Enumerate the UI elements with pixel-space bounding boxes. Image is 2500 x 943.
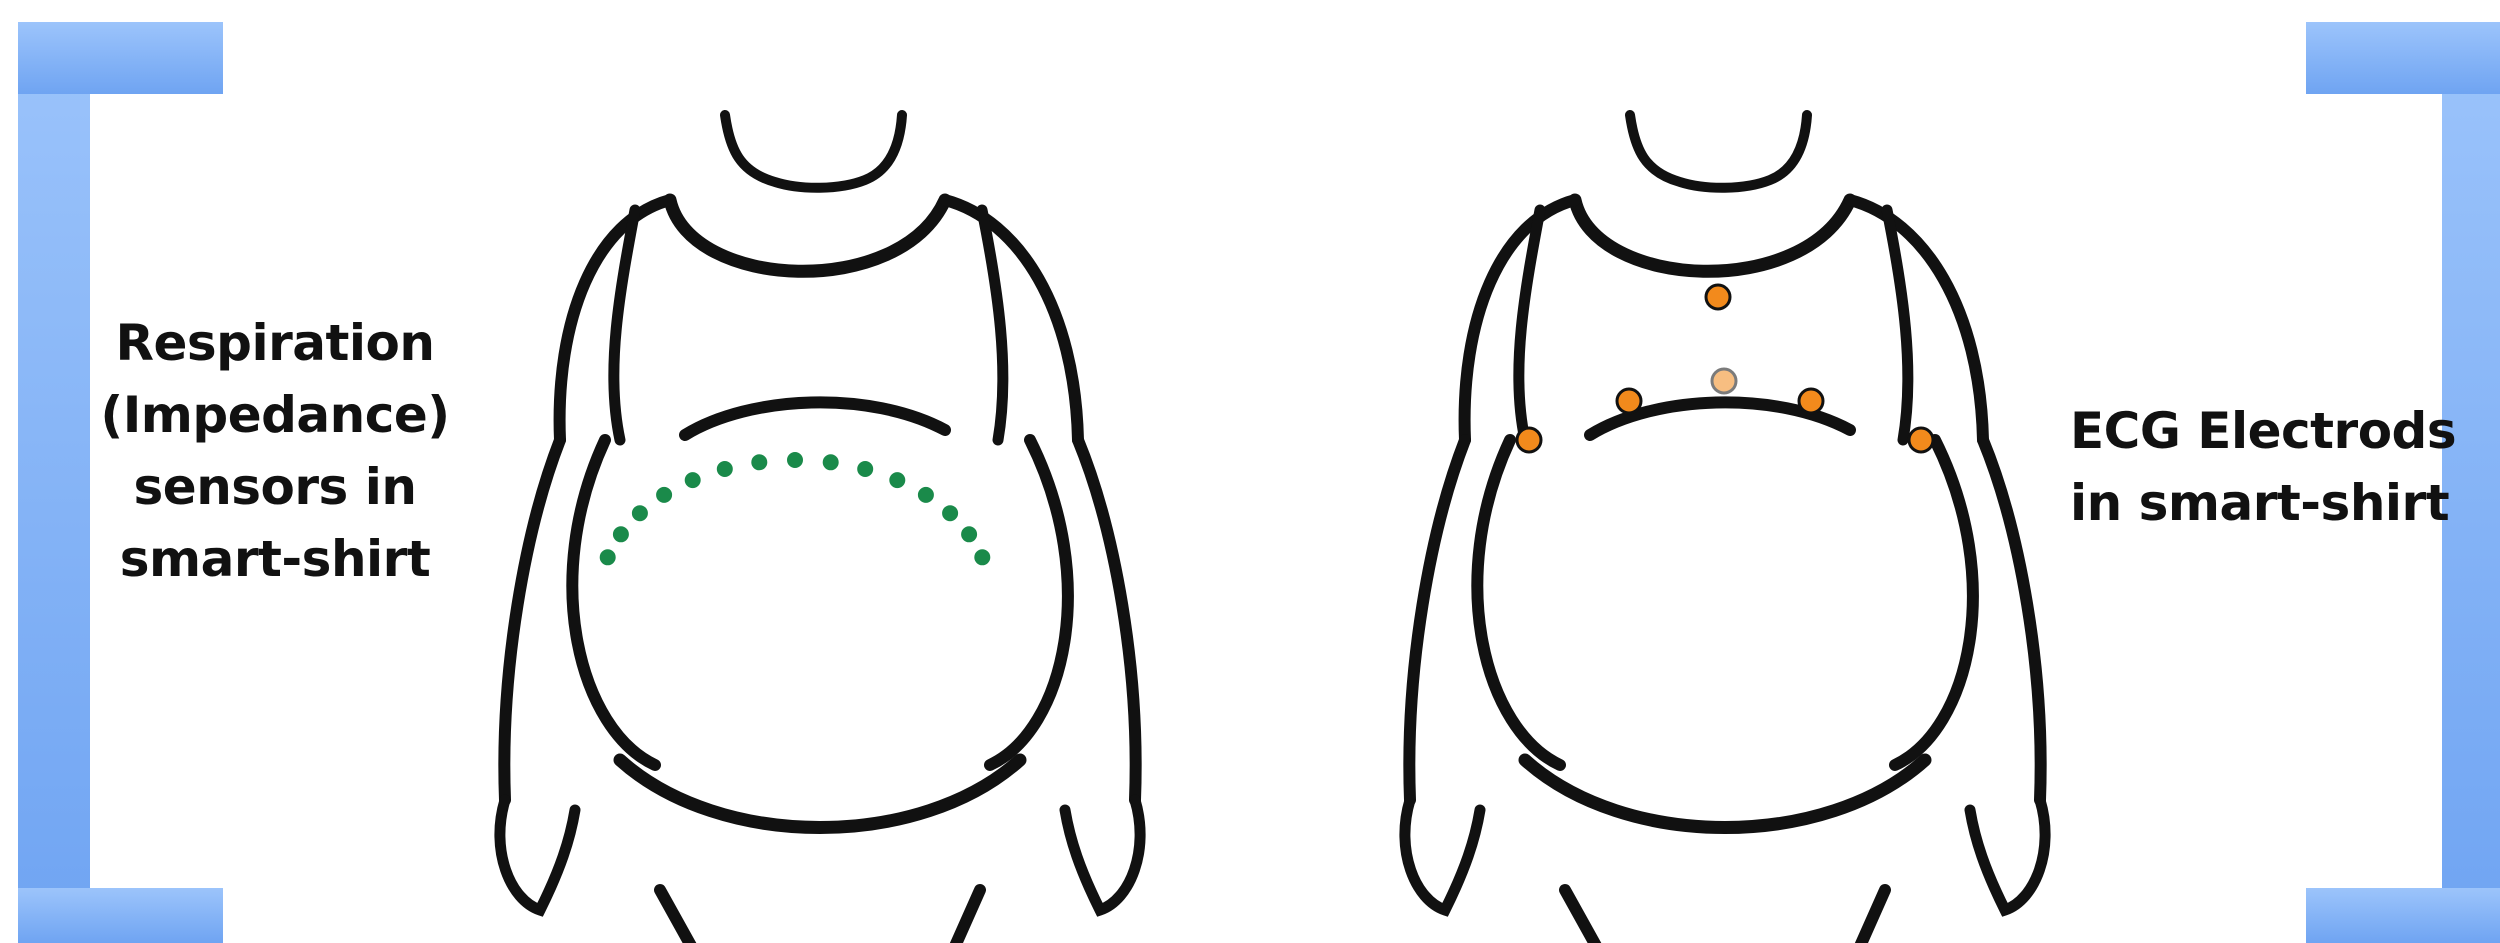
respiration-label-line-2: (Impedance) bbox=[100, 379, 450, 451]
torso-figure-left bbox=[500, 115, 1140, 943]
respiration-label-line-3: sensors in bbox=[100, 451, 450, 523]
respiration-sensor-dot bbox=[684, 471, 702, 489]
ecg-electrode-dot bbox=[1909, 428, 1933, 452]
ecg-electrode-dots bbox=[1517, 285, 1933, 452]
respiration-sensor-dot bbox=[612, 525, 630, 543]
ecg-electrode-dot bbox=[1712, 369, 1736, 393]
respiration-label: Respiration (Impedance) sensors in smart… bbox=[100, 307, 450, 595]
respiration-sensor-dot bbox=[941, 504, 959, 522]
respiration-sensor-dot bbox=[716, 460, 734, 478]
respiration-sensor-dots bbox=[599, 451, 992, 566]
respiration-sensor-dot bbox=[973, 548, 991, 566]
respiration-label-line-1: Respiration bbox=[100, 307, 450, 379]
ecg-label-line-2: in smart-shirt bbox=[2070, 467, 2440, 539]
ecg-electrode-dot bbox=[1706, 285, 1730, 309]
ecg-label: ECG Electrods in smart-shirt bbox=[2070, 395, 2440, 539]
torso-figure-right bbox=[1405, 115, 2045, 943]
respiration-sensor-dot bbox=[631, 504, 649, 522]
respiration-sensor-dot bbox=[655, 486, 673, 504]
respiration-sensor-dot bbox=[960, 525, 978, 543]
respiration-sensor-dot bbox=[856, 460, 874, 478]
respiration-label-line-4: smart-shirt bbox=[100, 523, 450, 595]
respiration-sensor-dot bbox=[917, 486, 935, 504]
respiration-sensor-dot bbox=[888, 471, 906, 489]
respiration-sensor-dot bbox=[750, 453, 768, 471]
ecg-electrode-dot bbox=[1517, 428, 1541, 452]
respiration-sensor-dot bbox=[599, 548, 617, 566]
ecg-electrode-dot bbox=[1617, 389, 1641, 413]
ecg-label-line-1: ECG Electrods bbox=[2070, 395, 2440, 467]
ecg-electrode-dot bbox=[1799, 389, 1823, 413]
respiration-sensor-dot bbox=[822, 453, 840, 471]
respiration-sensor-dot bbox=[786, 451, 804, 469]
